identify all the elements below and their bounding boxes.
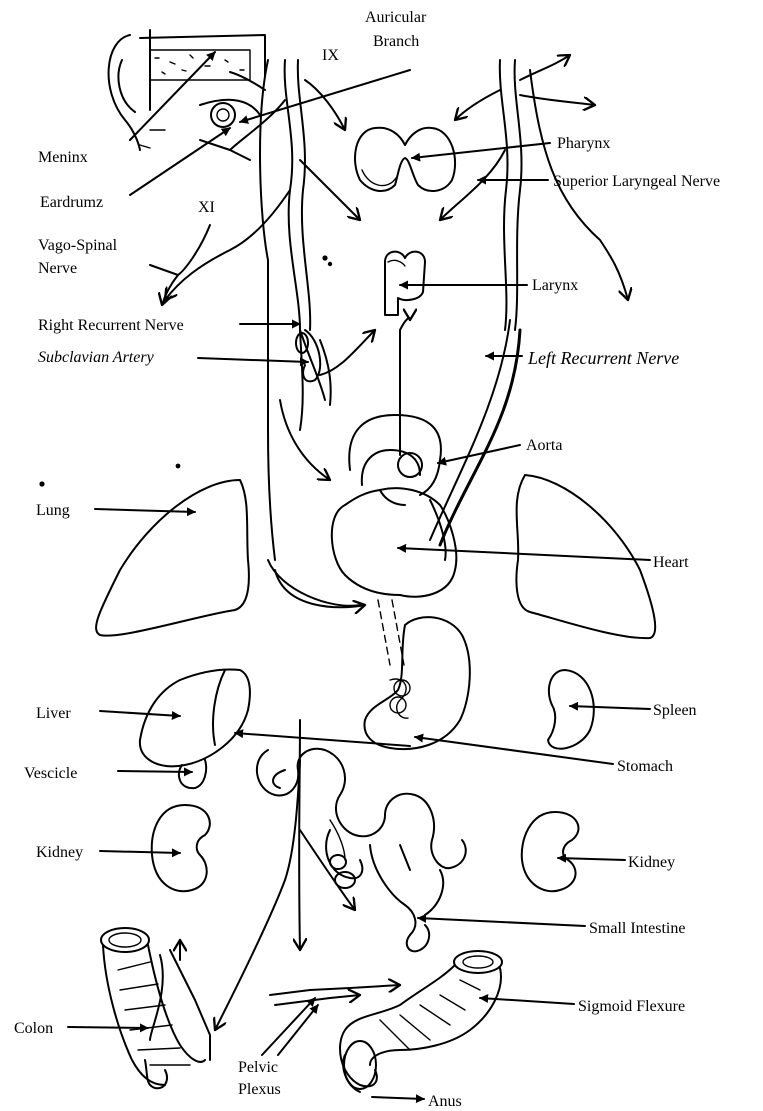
label-larynx: Larynx (400, 277, 578, 294)
vago-spinal-label-line1: Vago-Spinal (38, 237, 118, 254)
label-lung: Lung (36, 502, 195, 519)
pelvic-plexus-nerves (215, 760, 400, 1030)
kidney-left-shape (152, 805, 210, 891)
label-right-recurrent-nerve: Right Recurrent Nerve (38, 317, 300, 334)
label-ix: IX (322, 47, 339, 64)
colon-shape (101, 928, 210, 1088)
anus-label: Anus (428, 1093, 462, 1110)
spleen-label: Spleen (653, 702, 697, 719)
meninx-label: Meninx (38, 149, 88, 166)
colon-label: Colon (14, 1020, 53, 1037)
kidney-right-shape (522, 812, 579, 891)
pharynx-shape (355, 128, 455, 191)
subclavian-artery-loop (296, 330, 375, 381)
superior-laryngeal-nerve-label: Superior Laryngeal Nerve (553, 173, 720, 190)
heart-shape (332, 488, 457, 597)
larynx-label: Larynx (532, 277, 578, 294)
kidney-left-label: Kidney (36, 844, 83, 861)
label-liver: Liver (36, 705, 180, 722)
right-recurrent-nerve-label: Right Recurrent Nerve (38, 317, 184, 334)
label-pharynx: Pharynx (412, 135, 610, 158)
label-kidney-left: Kidney (36, 844, 180, 861)
label-aorta: Aorta (438, 437, 562, 463)
spleen-shape (548, 670, 594, 749)
label-superior-laryngeal-nerve: Superior Laryngeal Nerve (478, 173, 720, 190)
pelvic-plexus-label-line2: Plexus (238, 1081, 281, 1098)
pelvic-plexus-label-line1: Pelvic (238, 1059, 278, 1076)
liver-shape (140, 669, 250, 766)
label-xi: XI (198, 199, 215, 216)
label-meninx: Meninx (38, 52, 215, 166)
eardrum-label: Eardrumz (40, 194, 103, 211)
scan-marks (40, 256, 331, 485)
label-anus: Anus (372, 1093, 462, 1110)
esophagus-dashed (378, 600, 404, 665)
label-spleen: Spleen (570, 702, 697, 719)
vago-spinal-label-line2: Nerve (38, 260, 77, 277)
lung-left-shape (96, 480, 249, 636)
pharynx-label: Pharynx (557, 135, 610, 152)
sigmoid-flexure-label: Sigmoid Flexure (578, 998, 685, 1015)
subclavian-artery-label: Subclavian Artery (38, 349, 155, 366)
auricular-branch-label-line2: Branch (373, 33, 419, 50)
small-intestine-label: Small Intestine (589, 920, 685, 937)
auricular-branch-label-line1: Auricular (365, 9, 427, 26)
label-vescicle: Vescicle (24, 765, 192, 782)
label-colon: Colon (14, 1020, 148, 1037)
label-small-intestine: Small Intestine (418, 918, 685, 937)
ix-label: IX (322, 47, 339, 64)
label-heart: Heart (398, 548, 689, 571)
lung-left-label: Lung (36, 502, 70, 519)
xi-label: XI (198, 199, 215, 216)
vescicle-shape (179, 760, 206, 788)
label-pelvic-plexus: Pelvic Plexus (238, 998, 318, 1098)
vescicle-label: Vescicle (24, 765, 77, 782)
larynx-shape (385, 252, 425, 315)
stomach-label: Stomach (617, 758, 673, 775)
aorta-label: Aorta (526, 437, 562, 454)
kidney-right-label: Kidney (628, 854, 675, 871)
small-intestine-shape (257, 749, 466, 952)
heart-label: Heart (653, 554, 689, 571)
left-recurrent-nerve-label: Left Recurrent Nerve (527, 348, 679, 368)
label-vago-spinal-nerve: Vago-Spinal Nerve (38, 225, 210, 305)
label-auricular-branch: Auricular Branch (240, 9, 427, 122)
liver-label: Liver (36, 705, 71, 722)
label-sigmoid-flexure: Sigmoid Flexure (480, 998, 685, 1015)
sigmoid-flexure-shape (340, 951, 502, 1092)
stomach-shape (364, 617, 469, 749)
aorta-shape (349, 318, 441, 495)
